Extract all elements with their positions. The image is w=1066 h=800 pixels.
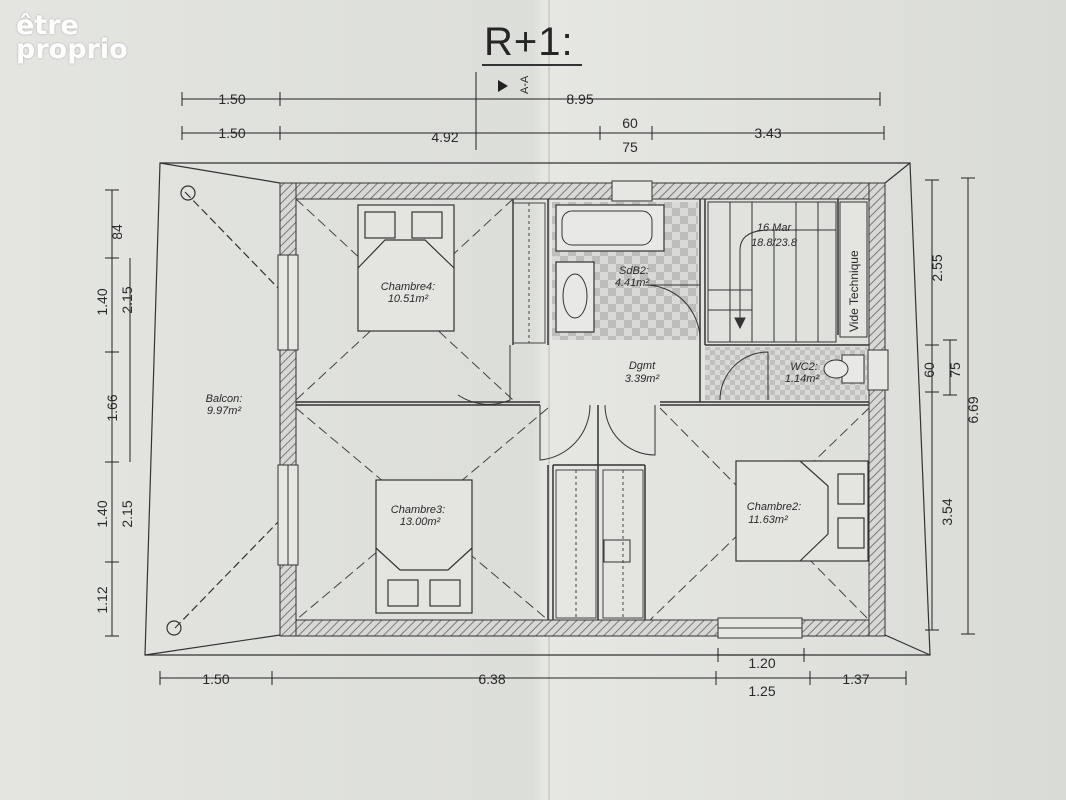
downpipe-icon (180, 185, 196, 201)
brand-line-2: proprio (16, 34, 128, 65)
bed-chambre2 (735, 460, 869, 562)
dim-bottom-window: 1.20 (748, 655, 775, 671)
downpipe-icon (166, 620, 182, 636)
room-area-sdb2: 4.41m² (615, 277, 650, 289)
top-dimension-row-2 (181, 126, 885, 140)
plan-title: R+1: (484, 20, 574, 64)
wardrobes (512, 202, 644, 619)
left-dimension-lines (105, 189, 131, 637)
windows (277, 180, 889, 639)
dim-bottom-4: 1.25 (748, 683, 775, 699)
dim-right-mid: 75 (947, 362, 963, 378)
dim-left-inner-2: 2.15 (119, 500, 135, 527)
section-label: A-A (519, 75, 531, 94)
dim-top2-b: 4.92 (431, 129, 458, 145)
doors (457, 284, 769, 563)
dim-right-outer: 6.69 (965, 396, 981, 423)
dim-top1-a: 1.50 (218, 91, 245, 107)
room-area-chambre4: 10.51m² (388, 293, 429, 305)
dim-bottom-2: 6.38 (478, 671, 505, 687)
dim-right-inner-2: 60 (921, 362, 937, 378)
room-name-chambre4: Chambre4: (381, 281, 435, 293)
interior-walls (296, 199, 869, 620)
staircase (707, 201, 837, 343)
bathtub-icon (555, 204, 665, 252)
room-name-balcon: Balcon: (206, 393, 243, 405)
washbasin-bowl (562, 273, 588, 319)
room-area-wc2: 1.14m² (785, 373, 820, 385)
dim-top2-a: 1.50 (218, 125, 245, 141)
plan-title-underline (482, 64, 582, 66)
dim-left-inner-1: 2.15 (119, 286, 135, 313)
dim-left-outer-5: 1.12 (94, 586, 110, 613)
section-arrow-icon (498, 80, 508, 92)
room-area-dgmt: 3.39m² (625, 373, 660, 385)
bed-chambre3 (375, 479, 473, 614)
brand-line-1: être (16, 10, 79, 41)
dim-top2-e: 3.43 (754, 125, 781, 141)
room-name-chambre2: Chambre2: (747, 501, 801, 513)
toilet-bowl (823, 359, 849, 379)
room-area-balcon: 9.97m² (207, 405, 242, 417)
balcony-outline (144, 162, 931, 656)
dim-left-outer-2: 1.40 (94, 288, 110, 315)
dim-top2-c: 60 (622, 115, 638, 131)
room-name-dgmt: Dgmt (629, 360, 656, 372)
dim-top1-b: 8.95 (566, 91, 593, 107)
room-area-chambre3: 13.00m² (400, 516, 441, 528)
brand-logo: être proprio (16, 10, 128, 65)
dim-top2-d: 75 (622, 139, 638, 155)
technical-void (839, 201, 868, 338)
dim-bottom-3: 1.37 (842, 671, 869, 687)
stairs-name: 16 Mar (757, 222, 793, 234)
room-name-wc2: WC2: (790, 361, 818, 373)
bed-chambre4 (357, 204, 455, 332)
top-dimension-row-1 (181, 92, 881, 106)
dim-left-outer-3: 1.66 (104, 394, 120, 421)
room-area-chambre2: 11.63m² (748, 514, 788, 526)
dim-right-inner-1: 2.55 (929, 254, 945, 281)
right-dimension-lines (925, 177, 975, 635)
room-name-chambre3: Chambre3: (391, 504, 445, 516)
bottom-dimension-lines (159, 648, 907, 685)
washbasin-icon (555, 261, 595, 333)
dim-right-inner-3: 3.54 (939, 498, 955, 525)
room-name-vide-technique: Vide Technique (847, 250, 861, 332)
bathtub-inner (561, 210, 653, 246)
dim-bottom-1: 1.50 (202, 671, 229, 687)
room-name-sdb2: SdB2: (619, 265, 649, 277)
paper-fold (548, 0, 550, 800)
dim-left-outer-1: 84 (109, 224, 125, 240)
dim-left-outer-4: 1.40 (94, 500, 110, 527)
stairs-spec: 18.8/23.8 (751, 237, 798, 249)
